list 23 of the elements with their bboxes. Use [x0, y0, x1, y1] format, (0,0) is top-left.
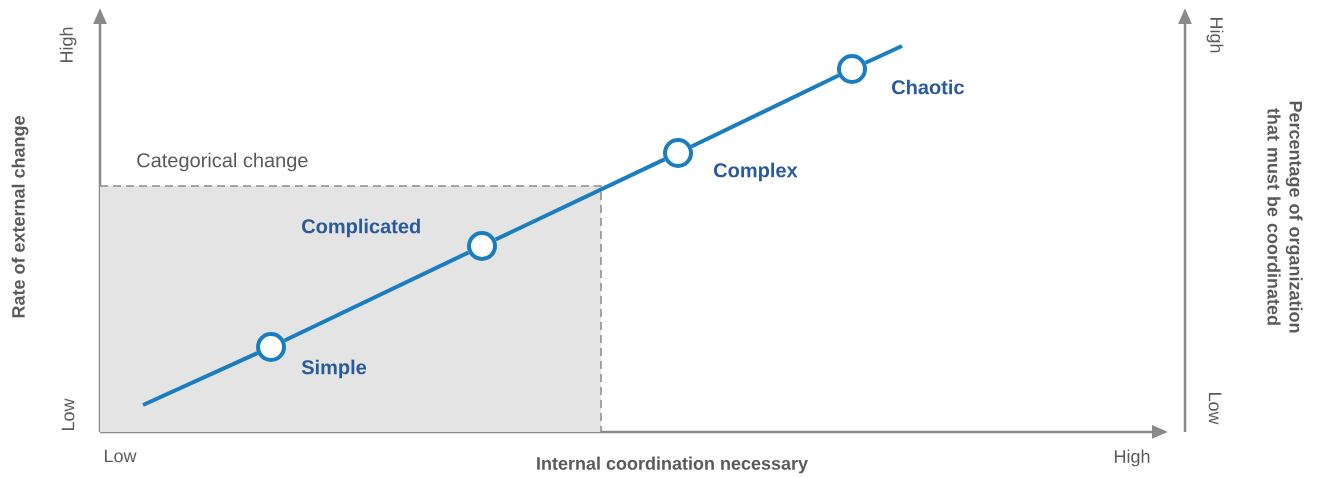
point-label: Complex — [714, 162, 798, 182]
axis-end-label: Low — [105, 449, 137, 463]
point-marker — [256, 332, 286, 362]
point-marker — [467, 231, 497, 261]
axis-end-label: Low — [1208, 392, 1222, 425]
point-marker — [663, 138, 693, 168]
point-label: Chaotic — [892, 79, 964, 95]
line-segment — [283, 250, 470, 343]
line-segment — [690, 73, 840, 149]
line-segment — [142, 351, 259, 407]
axis-end-label: High — [1206, 17, 1224, 53]
line-segment — [494, 157, 666, 242]
axis-title: Internal coordination necessary — [537, 456, 808, 474]
axis-end-label: High — [59, 27, 77, 62]
axis-end-label: High — [1114, 449, 1150, 467]
axis-end-label: Low — [61, 398, 75, 430]
region-heading: Categorical change — [137, 152, 308, 172]
axis-title: Percentage of organization that must be coordinated — [1267, 101, 1303, 333]
line-segment — [864, 44, 903, 65]
axis-title: Rate of external change — [11, 116, 29, 318]
point-label: Simple — [301, 359, 367, 379]
point-label: Complicated — [302, 218, 420, 238]
point-marker — [837, 54, 867, 84]
